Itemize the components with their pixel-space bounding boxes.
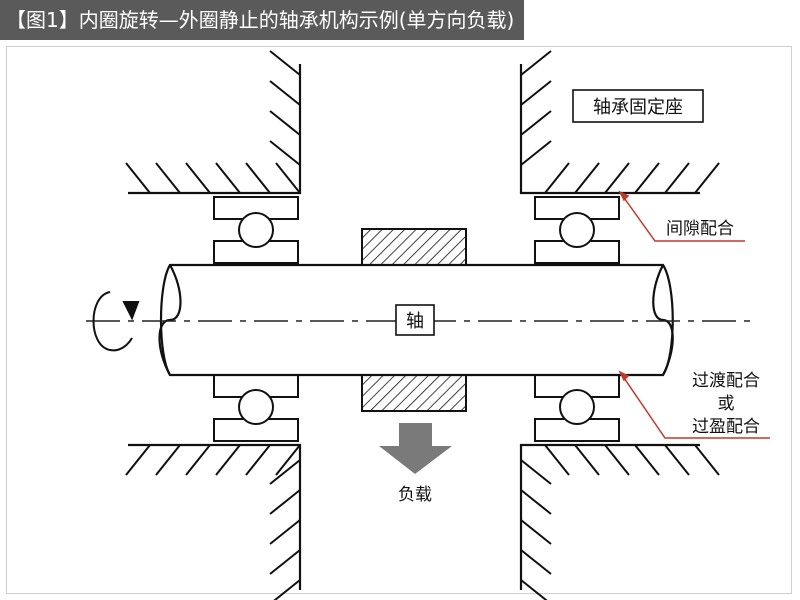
shaft-label-box: [395, 304, 435, 336]
hatch-line: [269, 519, 301, 545]
hatch-line: [520, 549, 552, 575]
hatch-line: [520, 519, 552, 545]
hatch-line: [694, 444, 720, 476]
hatch-line: [125, 444, 151, 476]
hatch-line: [664, 444, 690, 476]
bearing-bottom-right: [534, 374, 620, 442]
hatch-line: [604, 162, 630, 194]
housing-left-bottom: [128, 443, 302, 590]
or-label: 或: [718, 394, 735, 414]
bearing-ball: [559, 389, 595, 425]
hatch-line: [245, 162, 271, 194]
hatch-line: [664, 162, 690, 194]
hatch-line: [269, 50, 301, 76]
housing-left-top: [128, 64, 302, 195]
transition-fit-label: 过渡配合: [692, 371, 760, 391]
hub-block-bottom: [361, 374, 467, 412]
load-label: 负载: [398, 485, 432, 505]
hatch-line: [520, 50, 552, 76]
hatch-line: [269, 459, 301, 485]
figure-frame: [6, 46, 792, 594]
hatch-line: [269, 140, 301, 166]
hatch-line: [245, 444, 271, 476]
hatch-line: [155, 162, 181, 194]
hatch-line: [634, 444, 660, 476]
hatch-line: [125, 162, 151, 194]
hatch-line: [185, 162, 211, 194]
load-arrow-icon: [379, 423, 452, 474]
bearing-top-right: [534, 196, 620, 264]
bearing-ball: [238, 212, 274, 248]
hatch-line: [520, 459, 552, 485]
hatch-line: [634, 162, 660, 194]
hatch-line: [269, 549, 301, 575]
bearing-ball: [559, 212, 595, 248]
hatch-line: [520, 140, 552, 166]
clearance-fit-label: 间隙配合: [666, 219, 734, 239]
hatch-line: [269, 489, 301, 515]
rotation-arrow-icon: [92, 291, 140, 352]
hatch-line: [520, 80, 552, 106]
shaft-label: 轴: [406, 311, 424, 332]
housing-label: 轴承固定座: [593, 97, 683, 118]
hatch-line: [155, 444, 181, 476]
hatch-line: [215, 444, 241, 476]
hatch-line: [544, 444, 570, 476]
hatch-line: [574, 444, 600, 476]
hatch-line: [574, 162, 600, 194]
bearing-bottom-left: [213, 374, 299, 442]
hatch-line: [604, 444, 630, 476]
hatch-line: [520, 579, 548, 600]
housing-right-bottom: [519, 443, 700, 590]
hatch-line: [275, 444, 301, 476]
hatch-line: [269, 110, 301, 136]
bearing-ball: [238, 389, 274, 425]
fit-leader: [618, 370, 770, 439]
housing-label-box: [572, 89, 704, 123]
clearance-fit-leader: [618, 190, 745, 242]
hatch-line: [269, 80, 301, 106]
hub-block-top: [361, 228, 467, 266]
hatch-line: [185, 444, 211, 476]
hatch-line: [273, 579, 301, 600]
hatch-line: [544, 162, 570, 194]
hatch-line: [215, 162, 241, 194]
hatch-line: [694, 162, 720, 194]
bearing-top-left: [213, 196, 299, 264]
housing-right-top: [519, 64, 700, 195]
hatch-line: [520, 489, 552, 515]
interference-fit-label: 过盈配合: [692, 417, 760, 437]
housing-hatch: [125, 50, 720, 600]
hatch-line: [275, 162, 301, 194]
hatch-line: [520, 110, 552, 136]
figure-title: 【图1】内圈旋转—外圈静止的轴承机构示例(单方向负载): [0, 0, 525, 40]
